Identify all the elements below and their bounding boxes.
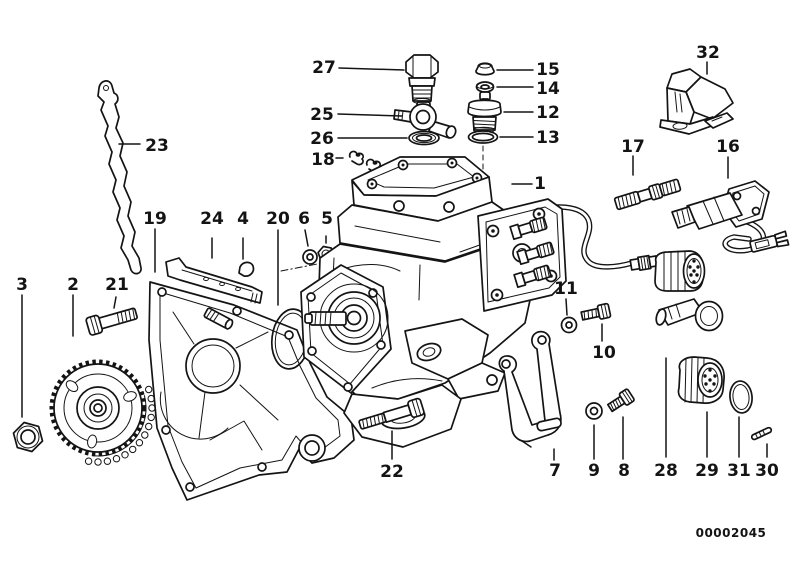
spade-terminal [749,230,790,253]
callout-label-12: 12 [536,103,560,123]
part-12-valve [467,91,502,134]
part-19-mounting-plate [148,281,355,501]
part-3-nut [12,421,44,453]
callout-label-27: 27 [312,58,336,78]
callout-label-17: 17 [621,137,645,157]
callout-label-22: 22 [380,462,404,482]
callout-label-14: 14 [536,79,560,99]
part-31-o-ring [729,380,753,414]
part-10-bolt [580,302,612,321]
callout-label-26: 26 [310,129,334,149]
part-15-cap [475,62,495,76]
drawing-code: 00002045 [696,526,767,540]
callout-label-25: 25 [310,105,334,125]
cable-connector [654,250,706,292]
callout-label-13: 13 [536,128,560,148]
callout-label-30: 30 [755,461,779,481]
callout-label-11: 11 [554,279,578,299]
callout-label-8: 8 [618,461,630,481]
part-32-bracket [659,68,734,135]
callout-label-3: 3 [16,275,28,295]
callout-label-21: 21 [105,275,129,295]
part-11-washer [560,316,578,334]
callout-label-10: 10 [592,343,616,363]
part-8-bolt [606,388,635,413]
callout-labels: 1 2 3 4 5 6 7 8 9 10 11 12 13 14 15 16 1… [16,43,779,482]
part-13-o-ring [467,130,499,171]
callout-label-6: 6 [298,209,310,229]
part-1-injection-pump [300,156,706,448]
callout-label-23: 23 [145,136,169,156]
callout-label-32: 32 [696,43,720,63]
part-21-bolt [85,307,138,336]
callout-label-1: 1 [534,174,546,194]
callout-label-4: 4 [237,209,249,229]
part-9-washer [585,402,603,420]
callout-label-2: 2 [67,275,79,295]
callout-label-5: 5 [321,209,333,229]
pump-shaft [304,311,347,326]
part-30-pin [750,426,773,441]
callout-label-19: 19 [143,209,167,229]
part-17-stud [613,178,682,211]
part-24-rail [165,257,263,304]
callout-label-16: 16 [716,137,740,157]
part-25-banjo-fitting [393,101,457,139]
part-29-connector-cap [677,356,725,404]
part-26-sealing-washer [408,130,440,146]
callout-label-7: 7 [549,461,561,481]
part-6-washer [302,249,318,265]
part-23-sealing-strip [97,80,142,275]
part-18-clips [348,150,382,174]
callout-label-29: 29 [695,461,719,481]
callout-label-24: 24 [200,209,224,229]
plate-stud-boss [203,307,234,330]
part-22-bolt [358,397,425,430]
callout-label-18: 18 [311,150,335,170]
callout-label-20: 20 [266,209,290,229]
callout-label-9: 9 [588,461,600,481]
part-16-sensor [671,180,790,254]
callout-label-15: 15 [536,60,560,80]
part-4-wedge [238,261,255,277]
callout-label-31: 31 [727,461,751,481]
part-27-union-fitting [405,54,439,104]
part-14-ring [475,81,495,93]
part-2-sprocket [49,359,156,466]
callout-label-28: 28 [654,461,678,481]
leader-lines [21,61,768,461]
part-7-support-bracket [498,330,562,443]
part-28-elbow-fitting [655,298,724,332]
cable-ferrule [629,254,659,272]
